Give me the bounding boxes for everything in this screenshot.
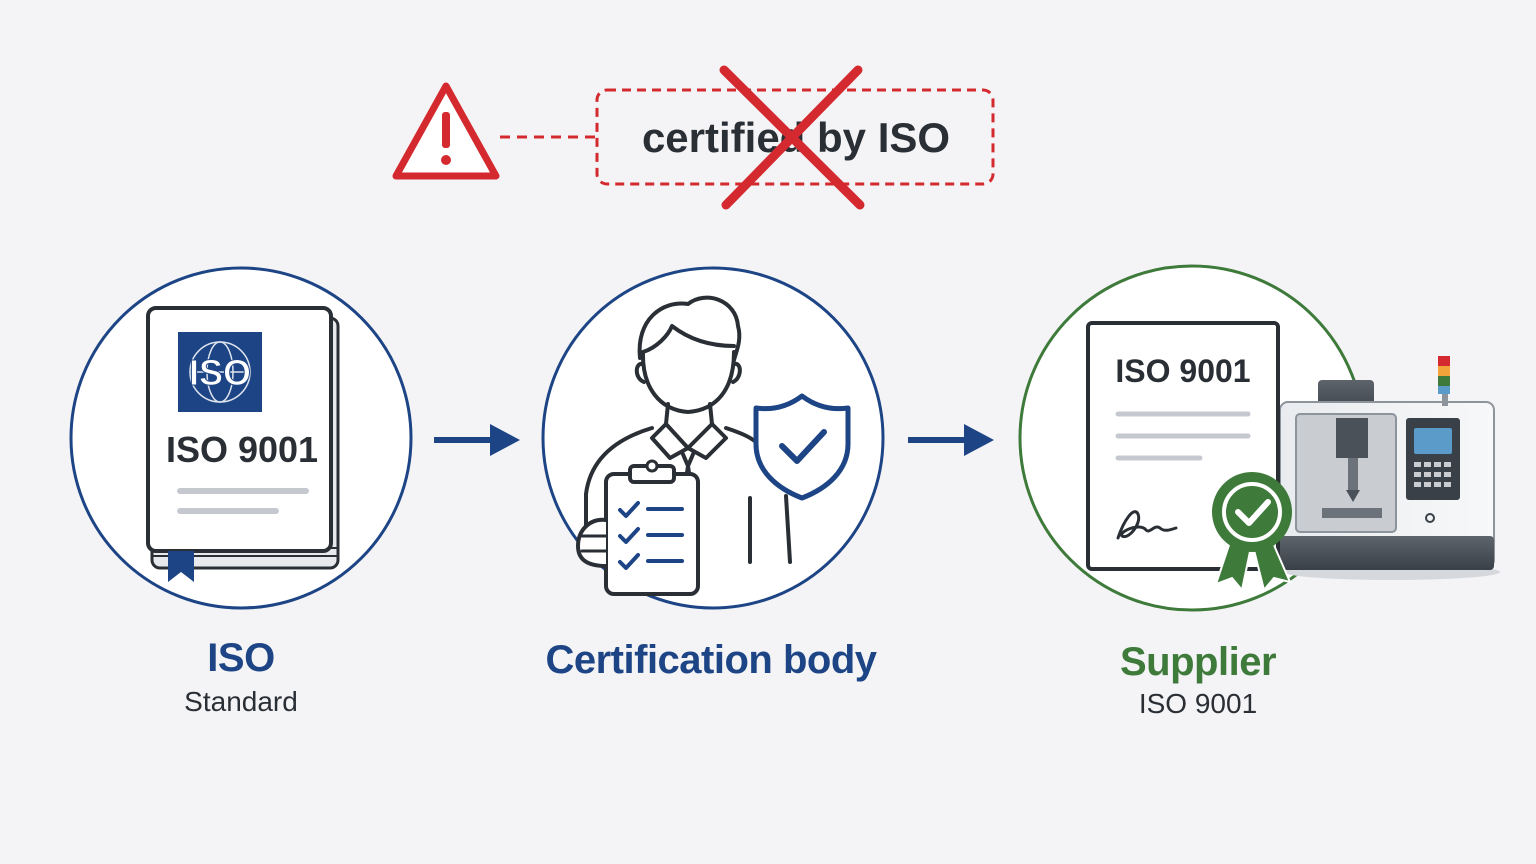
approval-rosette-icon <box>1212 472 1292 593</box>
crossed-label-box <box>595 88 995 186</box>
supplier-stage-title: Supplier <box>1119 640 1277 684</box>
certification-stage-title: Certification body <box>545 638 877 682</box>
checklist-clipboard-icon <box>576 459 700 596</box>
book-title-text: ISO 9001 <box>166 429 318 470</box>
shield-check-icon <box>753 393 851 501</box>
arrow-right-icon <box>908 424 994 456</box>
red-x-icon <box>719 65 865 210</box>
arrow-right-icon <box>434 424 520 456</box>
iso-stage-subtitle: Standard <box>184 686 298 717</box>
supplier-stage-subtitle: ISO 9001 <box>1138 688 1258 719</box>
warning-triangle-icon <box>392 82 500 180</box>
iso-stage-title: ISO <box>207 636 275 680</box>
book-logo-text: ISO <box>189 352 251 393</box>
certificate-title-text: ISO 9001 <box>1115 353 1250 389</box>
iso-standard-book-icon: ISO ISO 9001 <box>146 306 340 582</box>
cnc-machine-icon <box>1279 356 1500 580</box>
